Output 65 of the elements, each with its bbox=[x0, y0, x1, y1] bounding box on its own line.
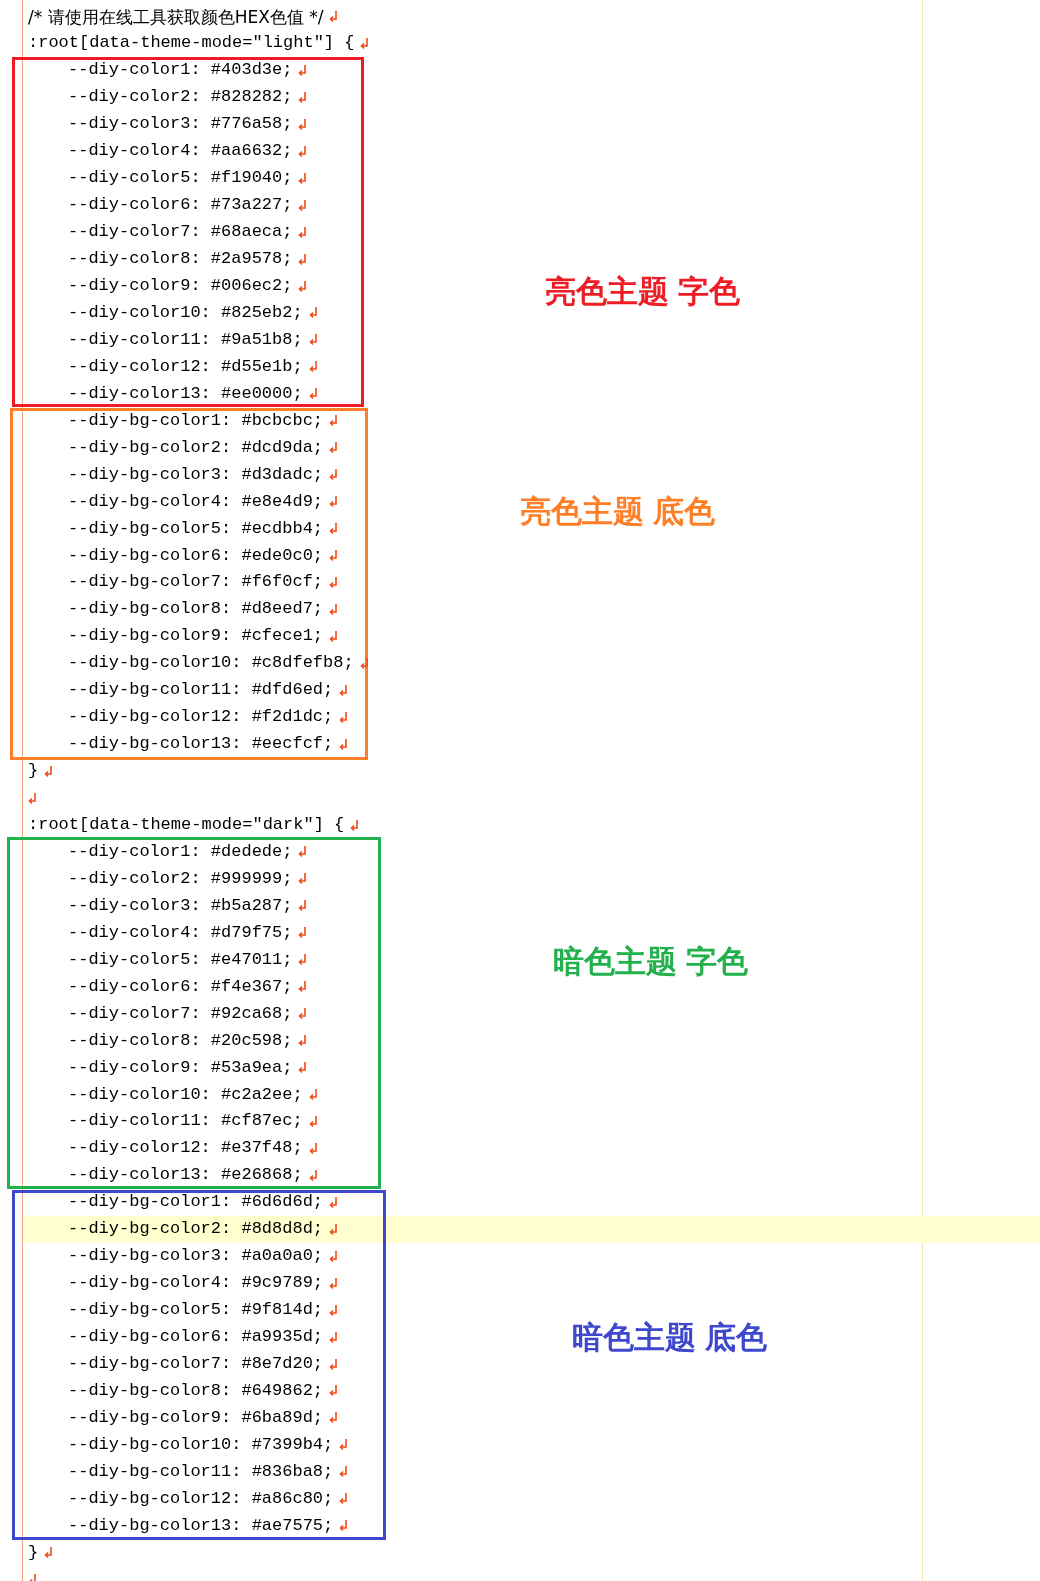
code-line: --diy-bg-color2: #8d8d8d; bbox=[68, 1218, 324, 1241]
annotation-label: 亮色主题 底色 bbox=[520, 493, 715, 531]
code-line: --diy-bg-color9: #6ba89d; bbox=[68, 1406, 324, 1429]
code-line: } bbox=[28, 760, 39, 783]
annotation-label: 暗色主题 字色 bbox=[553, 943, 748, 981]
code-line: --diy-color13: #ee0000; bbox=[68, 382, 303, 405]
code-line: --diy-bg-color6: #a9935d; bbox=[68, 1326, 324, 1349]
code-line: :root[data-theme-mode="dark"] { bbox=[28, 814, 345, 836]
code-line: --diy-bg-color10: #7399b4; bbox=[68, 1433, 334, 1456]
code-line: --diy-color12: #e37f48; bbox=[68, 1137, 303, 1160]
code-line: --diy-color3: #b5a287; bbox=[68, 894, 293, 917]
code-line: --diy-bg-color4: #e8e4d9; bbox=[68, 490, 324, 513]
code-line: --diy-bg-color6: #ede0c0; bbox=[68, 544, 324, 567]
code-line: --diy-color10: #c2a2ee; bbox=[68, 1083, 303, 1106]
highlight-frame bbox=[12, 1190, 386, 1540]
code-line: --diy-color9: #53a9ea; bbox=[68, 1056, 293, 1079]
code-line: --diy-bg-color5: #9f814d; bbox=[68, 1299, 324, 1322]
code-line: --diy-color12: #d55e1b; bbox=[68, 355, 303, 378]
code-line: --diy-bg-color8: #649862; bbox=[68, 1379, 324, 1402]
code-line: --diy-color10: #825eb2; bbox=[68, 301, 303, 324]
code-line: --diy-bg-color12: #f2d1dc; bbox=[68, 706, 334, 729]
code-line: --diy-color2: #828282; bbox=[68, 86, 293, 109]
code-line: --diy-bg-color9: #cfece1; bbox=[68, 625, 324, 648]
code-line: --diy-bg-color8: #d8eed7; bbox=[68, 598, 324, 621]
code-line: --diy-color11: #9a51b8; bbox=[68, 328, 303, 351]
code-line: --diy-color5: #e47011; bbox=[68, 948, 293, 971]
code-line: --diy-bg-color1: #6d6d6d; bbox=[68, 1191, 324, 1214]
code-line: --diy-color1: #dedede; bbox=[68, 840, 293, 863]
code-line: --diy-bg-color13: #ae7575; bbox=[68, 1514, 334, 1537]
code-line: --diy-color8: #20c598; bbox=[68, 1029, 293, 1052]
code-line: --diy-color5: #f19040; bbox=[68, 167, 293, 190]
code-line: --diy-bg-color4: #9c9789; bbox=[68, 1272, 324, 1295]
annotation-label: 暗色主题 底色 bbox=[572, 1319, 767, 1357]
highlight-frame bbox=[7, 837, 381, 1189]
code-line: --diy-color9: #006ec2; bbox=[68, 275, 293, 297]
code-line: --diy-bg-color11: #dfd6ed; bbox=[68, 679, 334, 702]
code-line: --diy-color13: #e26868; bbox=[68, 1164, 303, 1187]
code-line: --diy-bg-color7: #f6f0cf; bbox=[68, 571, 324, 594]
code-line: --diy-color3: #776a58; bbox=[68, 113, 293, 136]
highlight-frame bbox=[10, 408, 368, 760]
code-line: --diy-bg-color2: #dcd9da; bbox=[68, 436, 324, 459]
code-line: --diy-bg-color3: #a0a0a0; bbox=[68, 1245, 324, 1268]
code-line: --diy-bg-color12: #a86c80; bbox=[68, 1487, 334, 1510]
code-comment: /* 请使用在线工具获取颜色HEX色值 */ bbox=[28, 5, 324, 29]
code-line: --diy-bg-color5: #ecdbb4; bbox=[68, 517, 324, 540]
code-line: --diy-color7: #92ca68; bbox=[68, 1002, 293, 1025]
code-line: --diy-color11: #cf87ec; bbox=[68, 1110, 303, 1133]
code-line: --diy-color1: #403d3e; bbox=[68, 59, 293, 82]
code-line: :root[data-theme-mode="light"] { bbox=[28, 32, 355, 55]
code-line: --diy-color7: #68aeca; bbox=[68, 221, 293, 244]
annotation-label: 亮色主题 字色 bbox=[545, 273, 740, 311]
code-line: --diy-bg-color13: #eecfcf; bbox=[68, 733, 334, 756]
code-line: --diy-color6: #f4e367; bbox=[68, 975, 293, 998]
code-line: --diy-bg-color3: #d3dadc; bbox=[68, 463, 324, 486]
code-line: --diy-color4: #d79f75; bbox=[68, 921, 293, 944]
code-line: --diy-bg-color7: #8e7d20; bbox=[68, 1353, 324, 1375]
highlight-frame bbox=[12, 57, 364, 407]
code-line: --diy-color8: #2a9578; bbox=[68, 248, 293, 271]
code-line: --diy-bg-color11: #836ba8; bbox=[68, 1460, 334, 1483]
code-line: } bbox=[28, 1541, 39, 1564]
code-line: --diy-color6: #73a227; bbox=[68, 194, 293, 217]
code-line: --diy-bg-color10: #c8dfefb8; bbox=[68, 652, 354, 675]
code-line: --diy-color4: #aa6632; bbox=[68, 140, 293, 163]
code-line: --diy-bg-color1: #bcbcbc; bbox=[68, 409, 324, 432]
code-line: --diy-color2: #999999; bbox=[68, 867, 293, 890]
